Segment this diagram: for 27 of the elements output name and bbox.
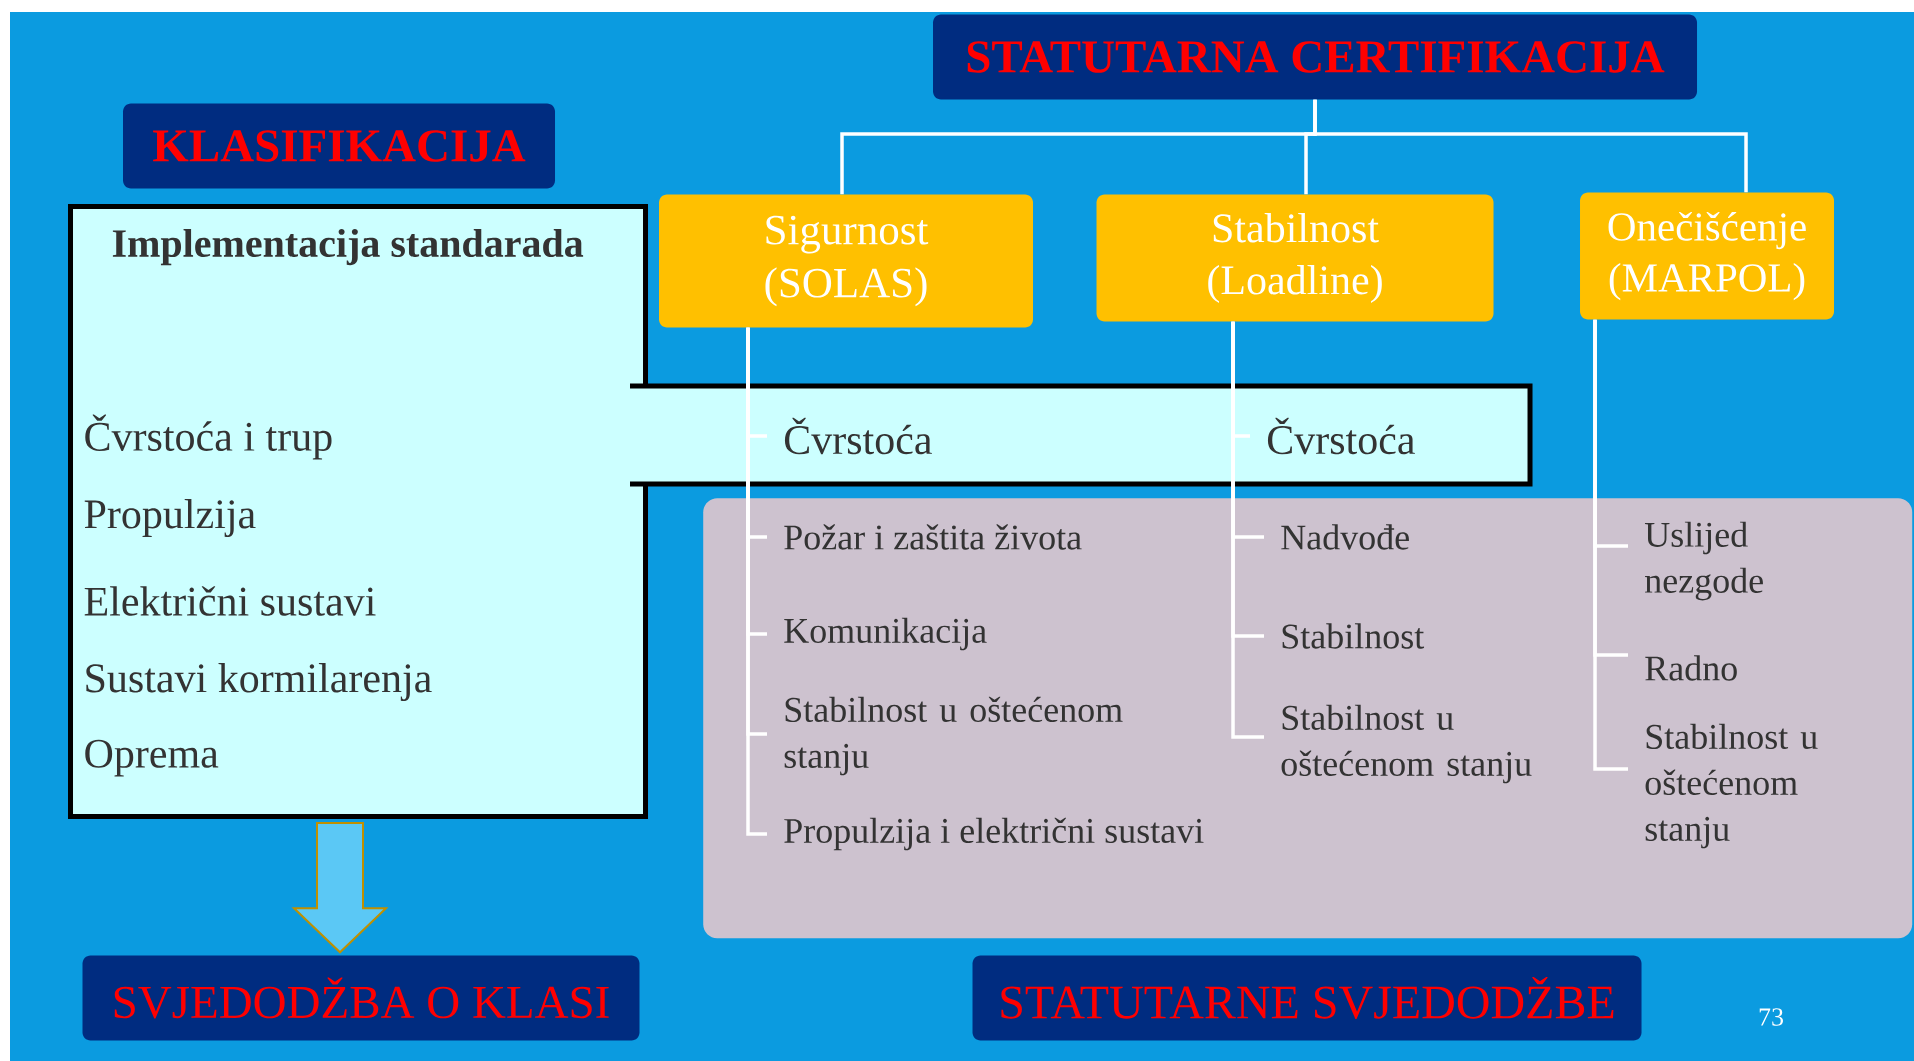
connector-line	[1231, 321, 1264, 739]
item-text: Radno	[1645, 655, 1737, 681]
item-text: Nadvođe	[1281, 524, 1409, 550]
item-text: Stabilnost u oštećenom stanju	[1645, 723, 1818, 849]
category-box: Stabilnost (Loadline)	[1096, 194, 1494, 322]
item-text: Stabilnost	[1282, 623, 1425, 649]
item-text: Uslijed nezgode	[1644, 521, 1763, 601]
category-box: Sigurnost (SOLAS)	[659, 194, 1033, 328]
panel	[703, 498, 1913, 939]
connector-line	[1313, 99, 1748, 193]
block-arrow	[291, 822, 389, 954]
item-text: Propulzija i električni sustavi	[784, 817, 1204, 851]
standards-box: Implementacija standarada Čvrstoća i trup Propulzija Električni sustavi Sustavi kormilarenja Oprema	[68, 204, 648, 819]
heading-box: STATUTARNA CERTIFIKACIJA	[933, 14, 1697, 100]
connector-line	[1593, 319, 1628, 771]
heading-box: KLASIFIKACIJA	[123, 103, 555, 189]
item-text: Komunikacija	[784, 617, 987, 651]
item-text: Stabilnost u oštećenom stanju	[1281, 704, 1532, 784]
page-number: 73	[1759, 1008, 1783, 1026]
category-box: Onečišćenje (MARPOL)	[1580, 192, 1834, 320]
item-text: Čvrstoća	[784, 417, 932, 455]
heading-box: SVJEDODŽBA O KLASI	[82, 955, 640, 1041]
item-text: Stabilnost u oštećenom stanju	[784, 696, 1123, 776]
connector-line	[746, 327, 767, 836]
item-text: Požar i zaštita života	[784, 524, 1082, 550]
item-text: Čvrstoća	[1267, 417, 1415, 455]
heading-box: STATUTARNE SVJEDODŽBE	[972, 955, 1642, 1041]
